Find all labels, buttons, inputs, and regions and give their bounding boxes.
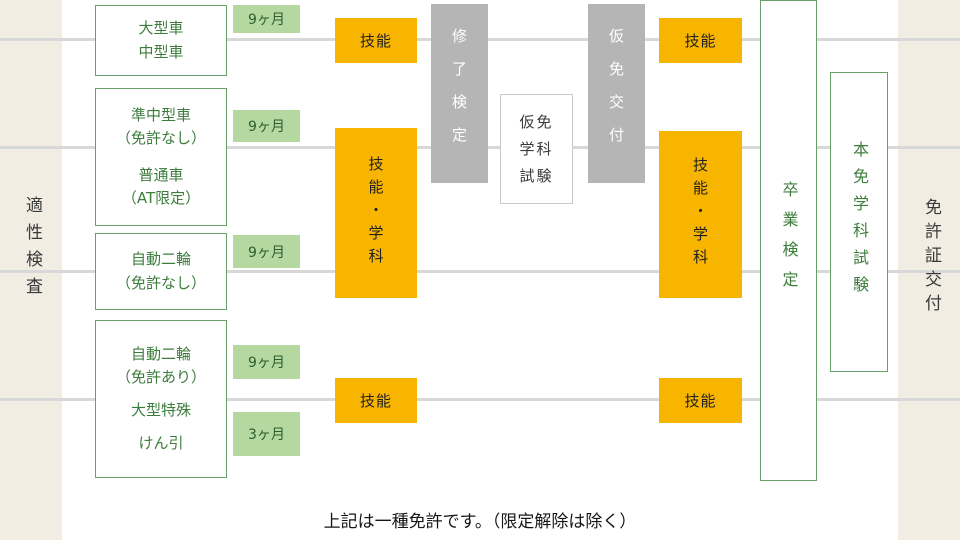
skill-label: 技能 bbox=[684, 392, 717, 410]
duration-badge: 9ヶ月 bbox=[233, 5, 300, 33]
skill-gakka-box-right: 技能・学科 bbox=[659, 131, 742, 298]
vehicle-label: 大型特殊 bbox=[130, 401, 191, 419]
vehicle-box-motorcycle-no-license: 自動二輪 （免許なし） bbox=[95, 233, 227, 310]
vehicle-label: 普通車 （AT限定） bbox=[121, 166, 201, 208]
vehicle-label: 自動二輪 （免許あり） bbox=[115, 344, 206, 386]
provisional-written-exam-box: 仮免 学科 試験 bbox=[500, 94, 573, 204]
skill-gakka-label: 技能・学科 bbox=[691, 157, 709, 272]
provisional-written-exam-label: 仮免 学科 試験 bbox=[519, 112, 554, 185]
graduation-exam-box: 卒業検定 bbox=[760, 0, 817, 481]
vehicle-label: 自動二輪 （免許なし） bbox=[115, 250, 206, 292]
connector-line-row4 bbox=[0, 398, 960, 401]
license-issuance-label: 免許証交付 bbox=[921, 198, 941, 318]
skill-box-top-left: 技能 bbox=[335, 18, 417, 63]
completion-exam-label: 修了検定 bbox=[450, 27, 468, 160]
duration-badge: 9ヶ月 bbox=[233, 235, 300, 268]
provisional-license-issue-label: 仮免交付 bbox=[607, 27, 625, 160]
connector-line-row3 bbox=[0, 270, 960, 273]
aptitude-test-label: 適性検査 bbox=[22, 196, 42, 304]
skill-label: 技能 bbox=[359, 392, 392, 410]
duration-badge: 9ヶ月 bbox=[233, 110, 300, 142]
completion-exam-box: 修了検定 bbox=[431, 4, 488, 183]
skill-gakka-label: 技能・学科 bbox=[366, 155, 385, 271]
skill-gakka-box-left: 技能・学科 bbox=[335, 128, 417, 298]
duration-badge: 9ヶ月 bbox=[233, 345, 300, 379]
skill-label: 技能 bbox=[359, 32, 392, 50]
vehicle-box-motorcycle-special-towing: 自動二輪 （免許あり） 大型特殊 けん引 bbox=[95, 320, 227, 478]
vehicle-label: けん引 bbox=[138, 434, 184, 453]
graduation-exam-label: 卒業検定 bbox=[779, 180, 799, 301]
skill-box-bottom-right: 技能 bbox=[659, 378, 742, 423]
duration-badge: 3ヶ月 bbox=[233, 412, 300, 456]
vehicle-box-large-medium: 大型車 中型車 bbox=[95, 5, 227, 76]
final-written-exam-box: 本免学科試験 bbox=[830, 72, 888, 372]
vehicle-label: 大型車 中型車 bbox=[138, 19, 184, 61]
skill-box-bottom-left: 技能 bbox=[335, 378, 417, 423]
vehicle-label: 準中型車 （免許なし） bbox=[115, 105, 206, 147]
final-written-exam-label: 本免学科試験 bbox=[850, 141, 869, 303]
footnote-caption: 上記は一種免許です。（限定解除は除く） bbox=[323, 512, 637, 532]
skill-label: 技能 bbox=[684, 32, 717, 50]
skill-box-top-right: 技能 bbox=[659, 18, 742, 63]
vehicle-box-semi-medium-regular: 準中型車 （免許なし） 普通車 （AT限定） bbox=[95, 88, 227, 226]
provisional-license-issue-box: 仮免交付 bbox=[588, 4, 645, 183]
